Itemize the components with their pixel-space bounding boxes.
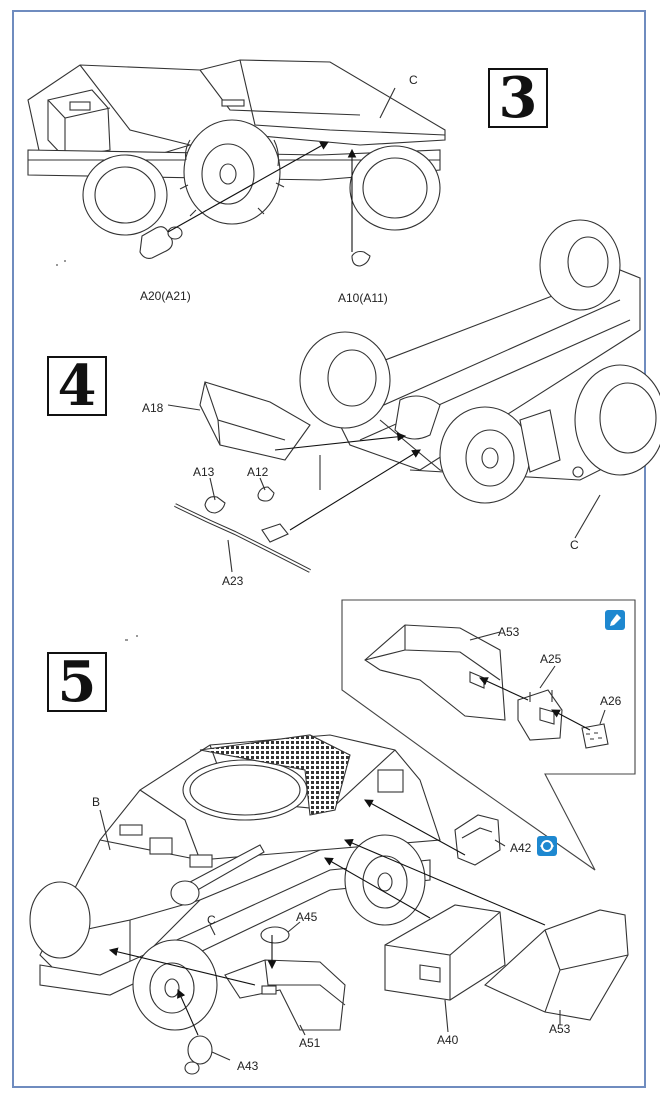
part-label-a51: A51	[299, 1036, 321, 1050]
part-label-a43: A43	[237, 1059, 259, 1073]
part-label-b: B	[92, 795, 101, 809]
part-label-a45: A45	[296, 910, 318, 924]
part-label-a18: A18	[142, 401, 164, 415]
step4-drawing	[125, 219, 660, 641]
part-label-a42: A42	[510, 841, 532, 855]
step-number-5: 5	[47, 649, 107, 715]
part-label-a20: A20(A21)	[140, 289, 191, 303]
step5-inset	[341, 599, 636, 871]
glue-icon	[605, 610, 625, 630]
step-number-4: 4	[47, 353, 107, 419]
rotate-view-icon-glyph	[540, 840, 554, 852]
step3-drawing	[27, 59, 446, 267]
part-label-a26: A26	[600, 694, 622, 708]
step-number-3: 3	[488, 65, 548, 131]
part-label-a25: A25	[540, 652, 562, 666]
glue-icon-glyph	[610, 614, 621, 626]
part-label-a12: A12	[247, 465, 269, 479]
part-label-a40: A40	[437, 1033, 459, 1047]
part-label-a13: A13	[193, 465, 215, 479]
part-label-a23: A23	[222, 574, 244, 588]
part-label-a53: A53	[498, 625, 520, 639]
part-label-c: C	[409, 73, 418, 87]
step5-drawing	[29, 734, 629, 1075]
part-label-a10: A10(A11)	[338, 291, 388, 305]
rotate-view-icon	[537, 836, 557, 856]
part-label-a53: A53	[549, 1022, 571, 1036]
part-label-c: C	[207, 913, 216, 927]
part-label-c: C	[570, 538, 579, 552]
